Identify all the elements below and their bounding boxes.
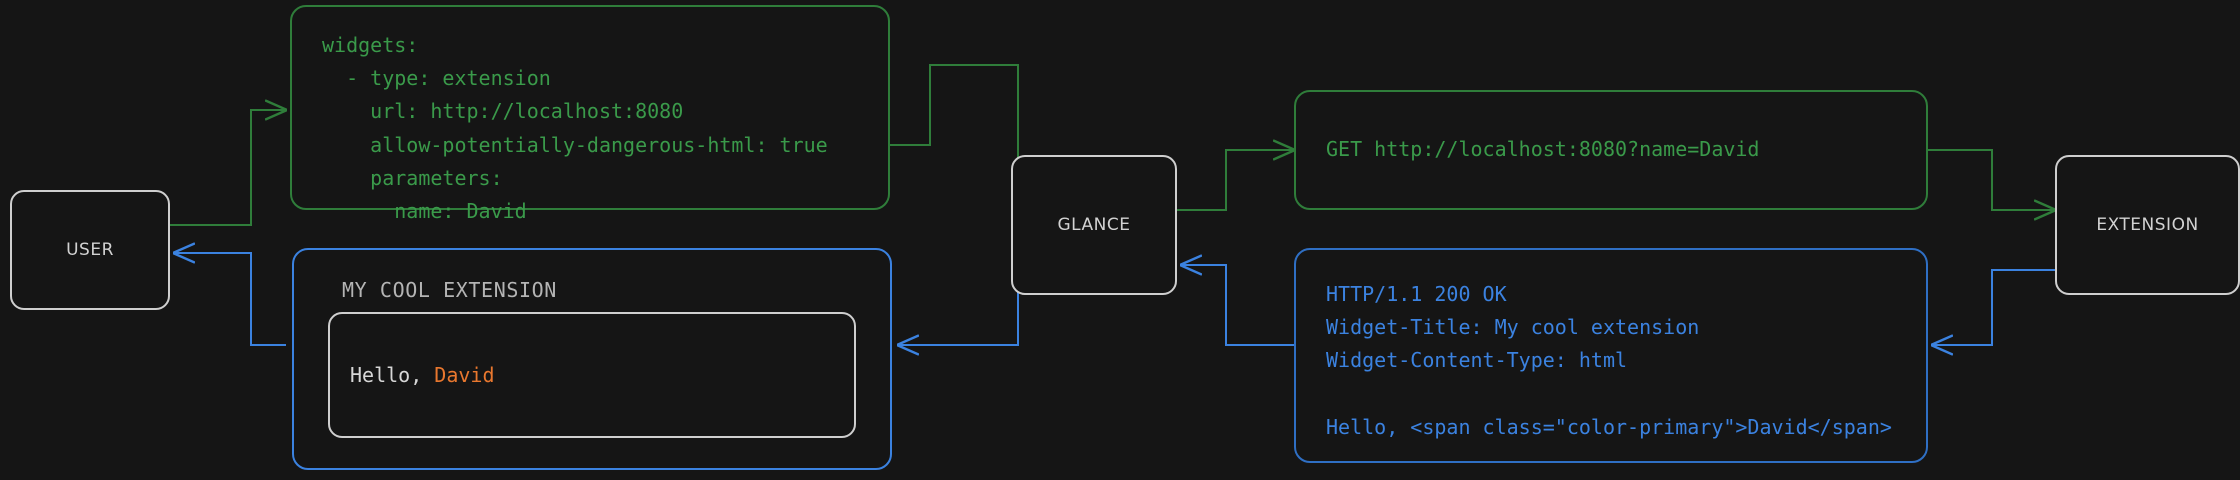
node-user-label: USER xyxy=(66,240,114,260)
wire-response-to-glance xyxy=(1181,265,1294,346)
wire-user-to-config xyxy=(170,110,286,226)
message-http-request: GET http://localhost:8080?name=David xyxy=(1294,90,1928,210)
node-extension-label: EXTENSION xyxy=(2096,215,2199,235)
widget-greeting-prefix: Hello, xyxy=(350,363,435,387)
node-extension[interactable]: EXTENSION xyxy=(2055,155,2240,295)
node-glance-label: GLANCE xyxy=(1057,215,1131,235)
widget-greeting-name: David xyxy=(434,363,495,387)
wire-glance-to-request xyxy=(1177,150,1294,211)
widget-title: MY COOL EXTENSION xyxy=(342,278,557,302)
wire-request-to-extension xyxy=(1928,149,2055,210)
widget-body: Hello, David xyxy=(328,312,856,438)
wire-extension-to-response xyxy=(1932,269,2055,345)
wire-widget-to-user xyxy=(174,253,286,346)
message-http-response: HTTP/1.1 200 OK Widget-Title: My cool ex… xyxy=(1294,248,1928,463)
message-config-yaml: widgets: - type: extension url: http://l… xyxy=(290,5,890,223)
widget-card: MY COOL EXTENSION Hello, David xyxy=(292,248,892,470)
node-glance[interactable]: GLANCE xyxy=(1011,155,1177,295)
node-user[interactable]: USER xyxy=(10,190,170,310)
